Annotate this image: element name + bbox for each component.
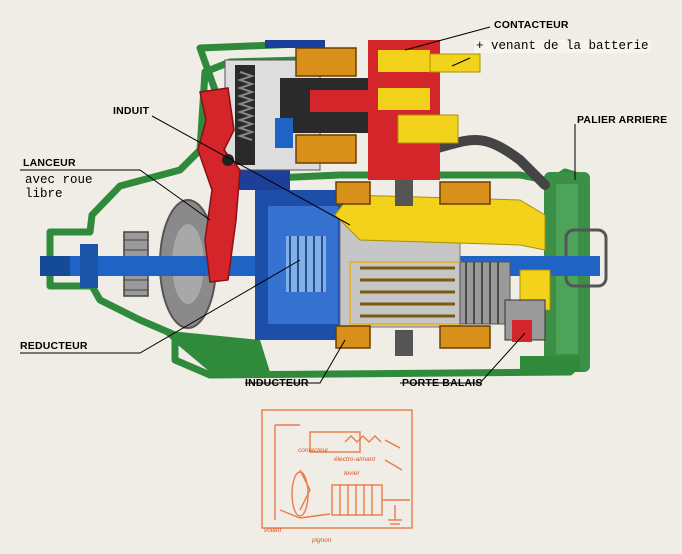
label-battery: + venant de la batterie: [474, 39, 651, 53]
power-cable: [425, 135, 550, 190]
porte-balais: [504, 299, 546, 342]
leader-lines: [20, 26, 576, 384]
schematic-label-pignon: pignon: [312, 537, 332, 544]
lever-pivot: [222, 154, 234, 166]
label-palier-arriere: PALIER ARRIERE: [577, 114, 668, 126]
schematic-label-levier: levier: [344, 470, 360, 477]
label-lanceur: LANCEUR: [23, 157, 76, 169]
lever: [197, 87, 241, 283]
schematic-label-contacteur: contacteur: [298, 447, 329, 454]
label-porte-balais: PORTE BALAIS: [402, 377, 483, 389]
schematic-label-volant: volant: [264, 527, 282, 534]
contacteur-assembly: [224, 40, 481, 180]
label-contacteur: CONTACTEUR: [494, 19, 569, 31]
label-roue-libre-2: libre: [25, 187, 63, 201]
label-inducteur: INDUCTEUR: [245, 377, 309, 389]
schematic-label-electro-aimant: électro-aimant: [334, 456, 376, 463]
label-induit: INDUIT: [113, 105, 150, 117]
schematic-diagram: [261, 409, 413, 529]
label-roue-libre-1: avec roue: [25, 173, 93, 187]
label-reducteur: REDUCTEUR: [20, 340, 88, 352]
